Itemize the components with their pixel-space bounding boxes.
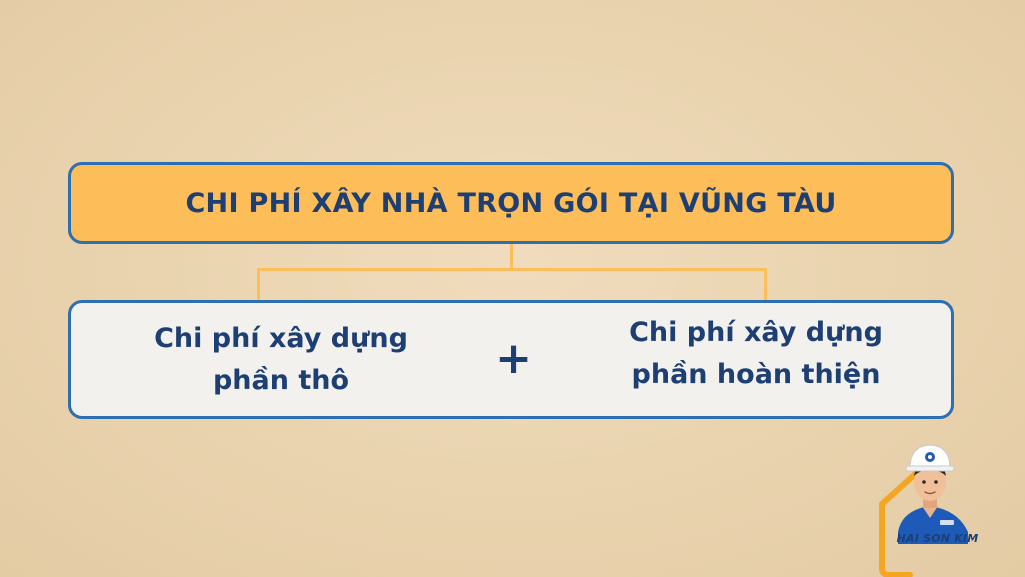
connector-bar bbox=[257, 268, 767, 271]
brand-name: HAI SON KIM bbox=[896, 532, 979, 545]
rough-construction-cost: Chi phí xây dựng phần thô bbox=[101, 303, 461, 416]
worker-mascot-icon bbox=[879, 444, 968, 577]
connector-stem bbox=[510, 244, 513, 269]
finishing-construction-cost: Chi phí xây dựng phần hoàn thiện bbox=[561, 297, 951, 410]
cost-components-box: Chi phí xây dựng phần thô + Chi phí xây … bbox=[68, 300, 954, 419]
connector-right-drop bbox=[764, 268, 767, 300]
finishing-cost-line2: phần hoàn thiện bbox=[631, 358, 881, 390]
diagram-title: CHI PHÍ XÂY NHÀ TRỌN GÓI TẠI VŨNG TÀU bbox=[185, 187, 837, 219]
rough-cost-line2: phần thô bbox=[212, 364, 350, 396]
connector-left-drop bbox=[257, 268, 260, 300]
rough-cost-line1: Chi phí xây dựng bbox=[154, 322, 408, 354]
plus-operator: + bbox=[495, 332, 532, 384]
title-box: CHI PHÍ XÂY NHÀ TRỌN GÓI TẠI VŨNG TÀU bbox=[68, 162, 954, 244]
finishing-cost-line1: Chi phí xây dựng bbox=[629, 316, 883, 348]
